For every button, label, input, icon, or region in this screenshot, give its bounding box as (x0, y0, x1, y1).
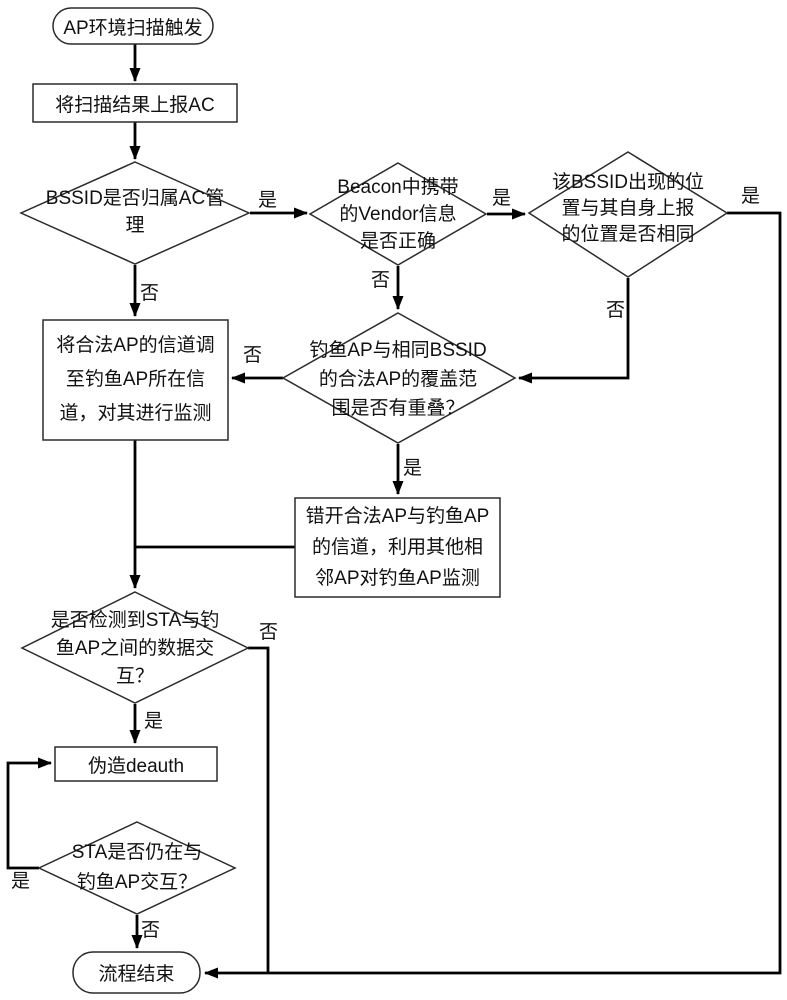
edge-checklocation-yes-to-end (204, 211, 782, 979)
node-start-shape (52, 7, 214, 45)
node-stagger-channel-shape (294, 497, 501, 598)
node-check-location-shape (527, 151, 729, 278)
node-adjust-channel-shape (42, 319, 229, 441)
node-check-vendor-shape (308, 162, 488, 266)
node-check-overlap-shape (281, 312, 517, 444)
node-check-sta-data-shape (20, 591, 250, 704)
node-check-still-shape (37, 821, 237, 915)
node-check-bssid-shape (19, 161, 251, 265)
node-end-shape (72, 951, 201, 994)
edge-checklocation-no (518, 278, 630, 384)
edge-checksta-no (248, 646, 270, 973)
node-report-shape (32, 83, 238, 123)
node-forge-deauth-shape (54, 746, 218, 782)
edge-checkstill-yes-loop (6, 757, 52, 870)
